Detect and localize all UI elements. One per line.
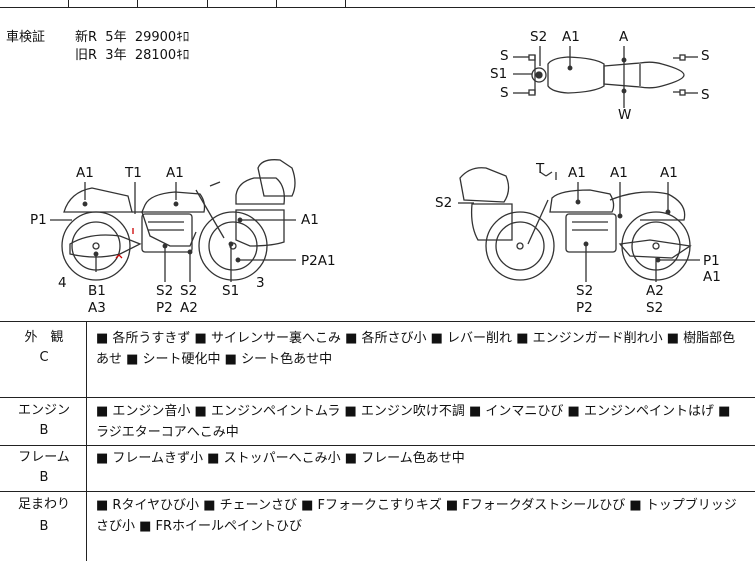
section-notes: ■ 各所うすきず ■ サイレンサー裏へこみ ■ 各所さび小 ■ レバー削れ ■ …	[96, 331, 736, 367]
top-label: W	[618, 107, 632, 123]
right-label: T	[536, 161, 545, 177]
header-divider	[68, 0, 69, 7]
left-label: 3	[256, 275, 265, 291]
section-name: エンジン	[17, 403, 70, 418]
inspection-label: 車検証	[6, 30, 46, 45]
top-label: S1	[490, 66, 508, 82]
section-grade: B	[39, 470, 49, 485]
left-label: A2	[180, 300, 198, 316]
left-label: B1	[88, 283, 106, 299]
section-border	[0, 445, 755, 446]
left-label: S2	[156, 283, 174, 299]
left-side-diagram	[50, 159, 296, 282]
left-label: A3	[88, 300, 106, 316]
section-name: 外 観	[24, 330, 64, 345]
section-notes: ■ エンジン音小 ■ エンジンペイントムラ ■ エンジン吹け不調 ■ インマニひ…	[96, 404, 731, 440]
right-label: A1	[703, 269, 721, 285]
section-notes: ■ フレームきず小 ■ ストッパーへこみ小 ■ フレーム色あせ中	[96, 451, 465, 466]
right-label: A1	[610, 165, 628, 181]
section-name: 足まわり	[17, 497, 70, 512]
left-label: P2	[156, 300, 173, 316]
left-label: A1	[166, 165, 184, 181]
left-label: T1	[125, 165, 142, 181]
right-label: S2	[576, 283, 594, 299]
right-label: S2	[646, 300, 664, 316]
left-label: S2	[180, 283, 198, 299]
top-label: S	[500, 85, 509, 101]
section-grade: B	[39, 423, 49, 438]
section-border	[0, 397, 755, 398]
section-divider	[86, 321, 87, 561]
section-grade: B	[39, 519, 49, 534]
top-label: A1	[562, 29, 580, 45]
left-label: A1	[301, 212, 319, 228]
right-label: A1	[660, 165, 678, 181]
top-label: A	[619, 29, 629, 45]
left-label: P1	[30, 212, 47, 228]
section-border	[0, 321, 755, 322]
right-label: S2	[435, 195, 453, 211]
left-label: P2A1	[301, 253, 336, 269]
right-label: A2	[646, 283, 664, 299]
top-label: S	[701, 87, 710, 103]
left-label: 4	[58, 275, 67, 291]
inspection-new: 新R 5年 29900ｷﾛ	[75, 30, 190, 45]
inspection-old: 旧R 3年 28100ｷﾛ	[75, 48, 190, 63]
top-label: S2	[530, 29, 548, 45]
motorcycle-diagrams	[50, 46, 700, 282]
section-border	[0, 491, 755, 492]
header-divider	[345, 0, 346, 7]
header-divider	[137, 0, 138, 7]
right-label: A1	[568, 165, 586, 181]
top-label: S	[500, 48, 509, 64]
left-label: A1	[76, 165, 94, 181]
top-border	[0, 7, 755, 8]
header-divider	[276, 0, 277, 7]
right-side-diagram	[458, 167, 700, 282]
top-label: S	[701, 48, 710, 64]
right-label: P2	[576, 300, 593, 316]
right-label: P1	[703, 253, 720, 269]
header-divider	[207, 0, 208, 7]
top-view-diagram	[513, 46, 698, 108]
section-name: フレーム	[18, 450, 70, 465]
section-grade: C	[39, 350, 49, 365]
section-notes: ■ Rタイヤひび小 ■ チェーンさび ■ Fフォークこすりキズ ■ Fフォークダ…	[96, 498, 737, 534]
left-label: S1	[222, 283, 240, 299]
